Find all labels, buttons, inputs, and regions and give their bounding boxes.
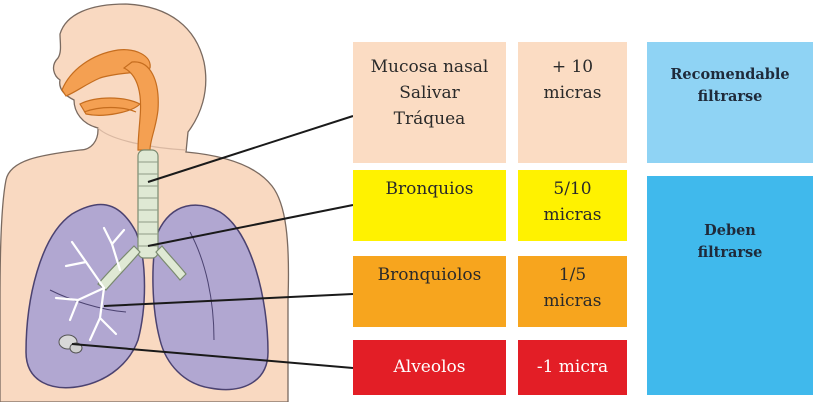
trachea-tube bbox=[138, 150, 158, 258]
size-label: micras bbox=[543, 202, 601, 228]
location-box-alveoli: Alveolos bbox=[353, 340, 506, 395]
recommendation-label: Deben bbox=[647, 220, 813, 242]
recommendation-label: Recomendable bbox=[647, 64, 813, 86]
location-label: Salivar bbox=[371, 80, 489, 106]
size-box-bronchi: 5/10 micras bbox=[518, 170, 627, 241]
size-box-bronchioles: 1/5 micras bbox=[518, 256, 627, 327]
location-box-bronchioles: Bronquiolos bbox=[353, 256, 506, 327]
size-label: micras bbox=[543, 288, 601, 314]
location-label: Mucosa nasal bbox=[371, 54, 489, 80]
recommendation-label: filtrarse bbox=[647, 242, 813, 264]
location-label: Alveolos bbox=[393, 354, 465, 380]
location-box-nasal: Mucosa nasal Salivar Tráquea bbox=[353, 42, 506, 163]
size-label: + 10 bbox=[543, 54, 601, 80]
recommendation-box-required: Deben filtrarse bbox=[647, 176, 813, 395]
recommendation-box-recommended: Recomendable filtrarse bbox=[647, 42, 813, 163]
location-label: Tráquea bbox=[371, 106, 489, 132]
recommendation-label: filtrarse bbox=[647, 86, 813, 108]
size-label: -1 micra bbox=[537, 354, 608, 380]
size-label: 5/10 bbox=[543, 176, 601, 202]
location-label: Bronquiolos bbox=[378, 262, 482, 288]
location-label: Bronquios bbox=[385, 176, 473, 202]
size-box-nasal: + 10 micras bbox=[518, 42, 627, 163]
size-box-alveoli: -1 micra bbox=[518, 340, 627, 395]
location-box-bronchi: Bronquios bbox=[353, 170, 506, 241]
size-label: micras bbox=[543, 80, 601, 106]
size-label: 1/5 bbox=[543, 262, 601, 288]
